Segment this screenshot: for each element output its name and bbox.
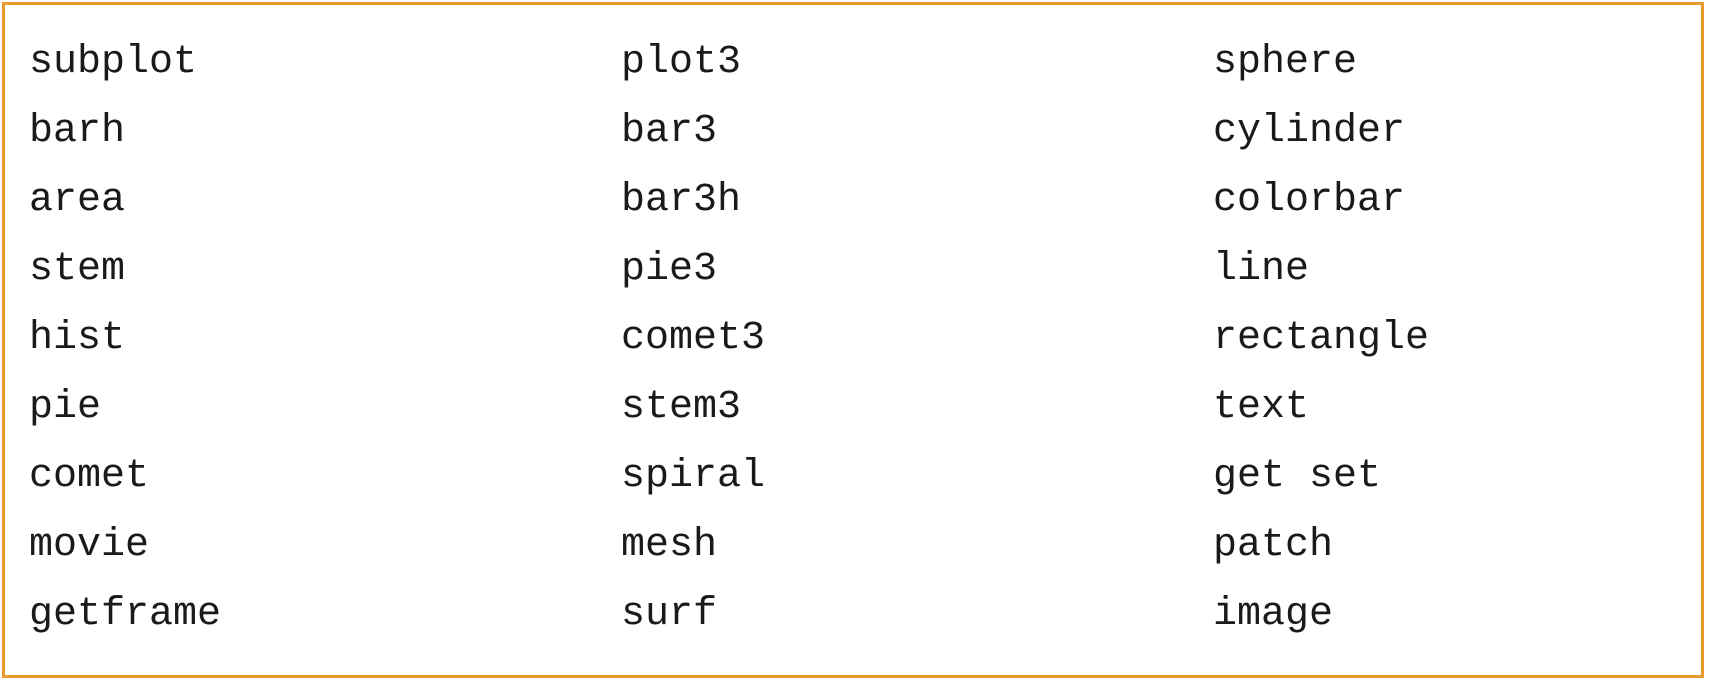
function-name: plot3 [621, 40, 742, 85]
function-name: area [29, 178, 126, 223]
function-name: spiral [621, 454, 766, 499]
function-grid: subplot plot3 sphere barh bar3 cylinder area ba… [29, 33, 1693, 654]
function-name: line [1213, 247, 1310, 292]
function-name: hist [29, 316, 126, 361]
function-name: text [1213, 385, 1310, 430]
function-name: get set [1213, 454, 1382, 499]
function-name: patch [1213, 523, 1334, 568]
function-name: colorbar [1213, 178, 1406, 223]
function-name: pie3 [621, 247, 718, 292]
function-name: sphere [1213, 40, 1358, 85]
function-name: subplot [29, 40, 198, 85]
function-name: rectangle [1213, 316, 1430, 361]
function-name: barh [29, 109, 126, 154]
function-name: bar3h [621, 178, 742, 223]
function-name: stem [29, 247, 126, 292]
function-name: pie [29, 385, 102, 430]
function-name: cylinder [1213, 109, 1406, 154]
function-name: mesh [621, 523, 718, 568]
function-name: comet [29, 454, 150, 499]
function-name: stem3 [621, 385, 742, 430]
function-name: comet3 [621, 316, 766, 361]
function-name: bar3 [621, 109, 718, 154]
function-name: getframe [29, 592, 222, 637]
function-name: image [1213, 592, 1334, 637]
function-name: surf [621, 592, 718, 637]
function-name: movie [29, 523, 150, 568]
